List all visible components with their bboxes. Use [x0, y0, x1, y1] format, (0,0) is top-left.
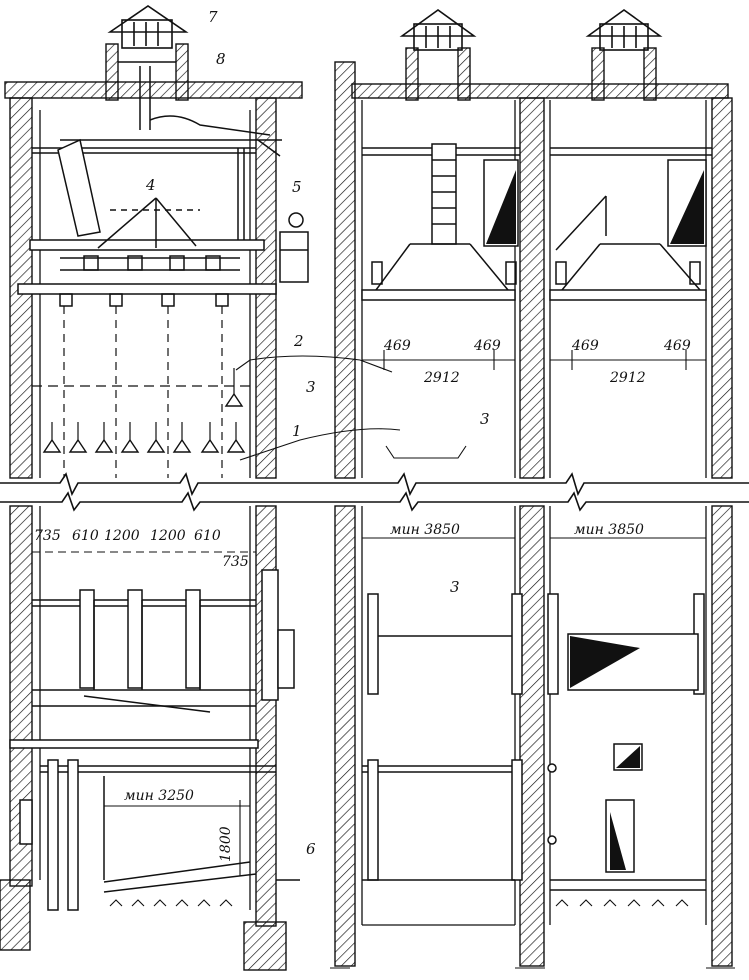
section-break-band	[0, 472, 749, 512]
right-upper-equipment	[361, 143, 712, 301]
callout-labels: 7 8 4 5 2 3 1 3 3 6	[145, 8, 490, 858]
label-2: 2	[293, 332, 304, 350]
dim-469-b: 469	[473, 338, 501, 354]
label-7: 7	[208, 8, 218, 26]
ground-fill	[109, 899, 735, 969]
dim-610-a: 610	[72, 528, 99, 544]
label-3a: 3	[306, 378, 316, 396]
roof-slab	[4, 81, 729, 99]
dim-469-d: 469	[663, 338, 691, 354]
left-lower-cabs	[9, 569, 300, 911]
roof-vent-cap-left	[105, 5, 189, 101]
dim-2912-b: 2912	[609, 370, 646, 386]
shaft-walls	[0, 61, 733, 971]
left-machine-room	[17, 66, 309, 307]
upper-dimension-lines	[235, 350, 706, 461]
dimension-texts: 469 469 469 469 2912 2912 735 610 1200 1…	[34, 338, 691, 862]
roof-vent-cap-right	[585, 9, 663, 101]
dim-469-c: 469	[571, 338, 599, 354]
label-6: 6	[306, 840, 316, 858]
dim-735-a: 735	[34, 528, 61, 544]
label-3c: 3	[450, 578, 460, 596]
dim-min-3250: мин 3250	[124, 788, 194, 804]
label-3b: 3	[480, 410, 490, 428]
ceiling-lamps	[42, 392, 246, 453]
dim-610-b: 610	[194, 528, 221, 544]
dim-469-a: 469	[383, 338, 411, 354]
label-1: 1	[292, 422, 302, 440]
right-lower-cabs	[362, 593, 706, 891]
dim-1800: 1800	[218, 826, 234, 862]
dim-735-b: 735	[222, 554, 249, 570]
dim-2912-a: 2912	[423, 370, 460, 386]
dim-min-3850-a: мин 3850	[390, 522, 460, 538]
label-8: 8	[216, 50, 226, 68]
label-4: 4	[145, 176, 156, 194]
dim-min-3850-b: мин 3850	[574, 522, 644, 538]
roof-vent-cap-middle	[399, 9, 477, 101]
lamp-suspensions	[32, 306, 256, 478]
dim-1200-b: 1200	[150, 528, 186, 544]
dim-1200-a: 1200	[104, 528, 140, 544]
label-5: 5	[292, 178, 302, 196]
